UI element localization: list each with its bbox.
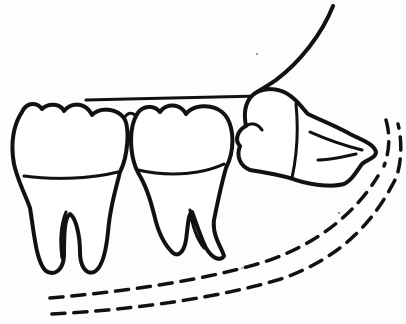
paper-speck — [241, 267, 243, 269]
third-molar-outline — [237, 89, 376, 185]
first-molar-outline — [12, 104, 127, 273]
soft-tissue-curve — [254, 6, 333, 94]
third-molar-impacted — [237, 89, 376, 185]
second-molar-outline — [131, 105, 232, 258]
occlusal-plane-line — [86, 96, 258, 100]
bone-outline-dashed — [384, 120, 389, 166]
paper-speck — [256, 53, 258, 55]
paper-speck — [338, 212, 340, 214]
first-molar — [12, 104, 127, 273]
second-molar — [131, 105, 232, 258]
